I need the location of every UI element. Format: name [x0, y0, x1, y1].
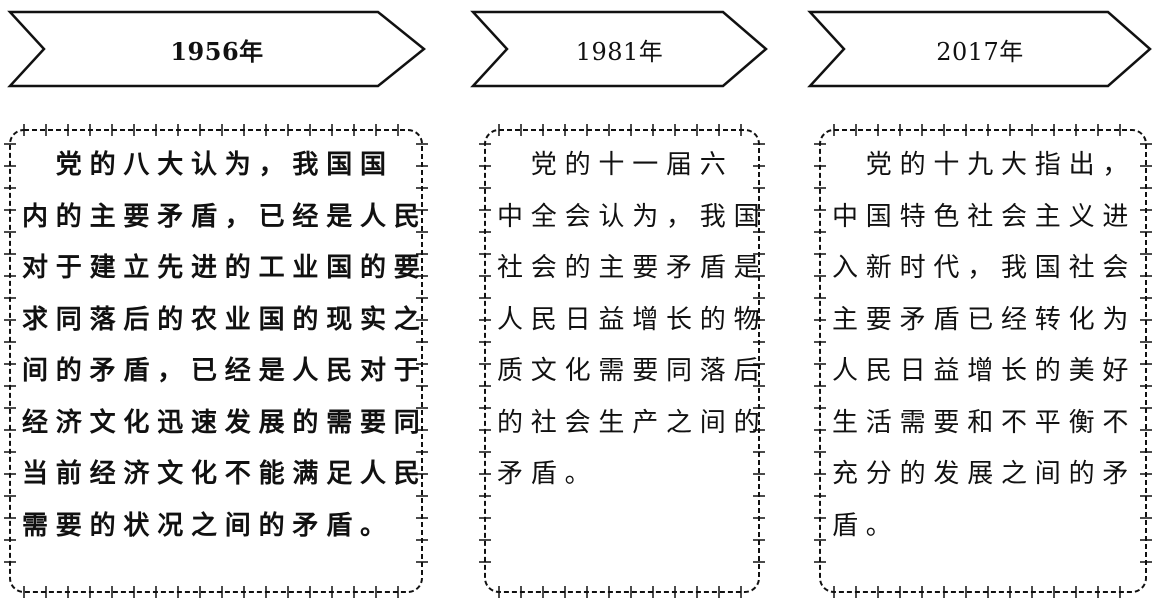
- card-text: 党的八大认为，我国国 内的主要矛盾，已经是人民 对于建立先进的工业国的要 求同落…: [22, 140, 428, 552]
- year-label: 2017年: [936, 37, 1024, 66]
- text-line: 间的矛盾，已经是人民对于: [22, 356, 428, 386]
- text-line: 党的八大认为，我国国: [22, 150, 394, 180]
- text-line: 人民日益增长的美好: [832, 356, 1137, 386]
- year-banner-2017: 2017年: [807, 10, 1152, 88]
- text-line: 需要的状况之间的矛盾。: [22, 510, 394, 541]
- text-line: 主要矛盾已经转化为: [832, 304, 1137, 335]
- text-line: 质文化需要同落后: [497, 356, 768, 386]
- text-line: 党的十一届六: [497, 150, 734, 180]
- card-text: 党的十九大指出， 中国特色社会主义进 入新时代，我国社会 主要矛盾已经转化为 人…: [832, 140, 1136, 552]
- description-card-1956: 党的八大认为，我国国 内的主要矛盾，已经是人民 对于建立先进的工业国的要 求同落…: [4, 124, 428, 598]
- text-line: 矛盾。: [497, 459, 599, 489]
- year-label: 1981年: [575, 37, 664, 66]
- year-banner-1981: 1981年: [470, 10, 768, 88]
- description-card-2017: 党的十九大指出， 中国特色社会主义进 入新时代，我国社会 主要矛盾已经转化为 人…: [814, 124, 1152, 598]
- arrow-banner-shape: [7, 10, 426, 88]
- text-line: 充分的发展之间的矛: [832, 459, 1137, 489]
- decorative-card-border: [4, 124, 428, 598]
- text-line: 社会的主要矛盾是: [497, 253, 768, 283]
- decorative-card-border: [479, 124, 765, 598]
- text-line: 经济文化迅速发展的需要同: [22, 407, 428, 438]
- text-line: 中全会认为，我国: [497, 201, 768, 232]
- card-text: 党的十一届六 中全会认为，我国 社会的主要矛盾是 人民日益增长的物 质文化需要同…: [497, 140, 767, 501]
- text-line: 求同落后的农业国的现实之: [22, 304, 428, 335]
- text-line: 盾。: [832, 510, 900, 541]
- year-banner-1956: 1956年: [7, 10, 426, 88]
- text-line: 入新时代，我国社会: [832, 253, 1137, 283]
- text-line: 党的十九大指出，: [832, 150, 1137, 180]
- text-line: 人民日益增长的物: [497, 304, 768, 335]
- description-card-1981: 党的十一届六 中全会认为，我国 社会的主要矛盾是 人民日益增长的物 质文化需要同…: [479, 124, 765, 598]
- text-line: 当前经济文化不能满足人民: [22, 459, 428, 489]
- text-line: 的社会生产之间的: [497, 407, 768, 438]
- arrow-banner-shape: [470, 10, 768, 88]
- text-line: 中国特色社会主义进: [832, 201, 1137, 232]
- year-label: 1956年: [170, 36, 264, 66]
- decorative-card-border: [814, 124, 1152, 598]
- text-line: 对于建立先进的工业国的要: [22, 253, 428, 283]
- text-line: 内的主要矛盾，已经是人民: [22, 201, 428, 232]
- arrow-banner-shape: [807, 10, 1152, 88]
- text-line: 生活需要和不平衡不: [832, 407, 1137, 438]
